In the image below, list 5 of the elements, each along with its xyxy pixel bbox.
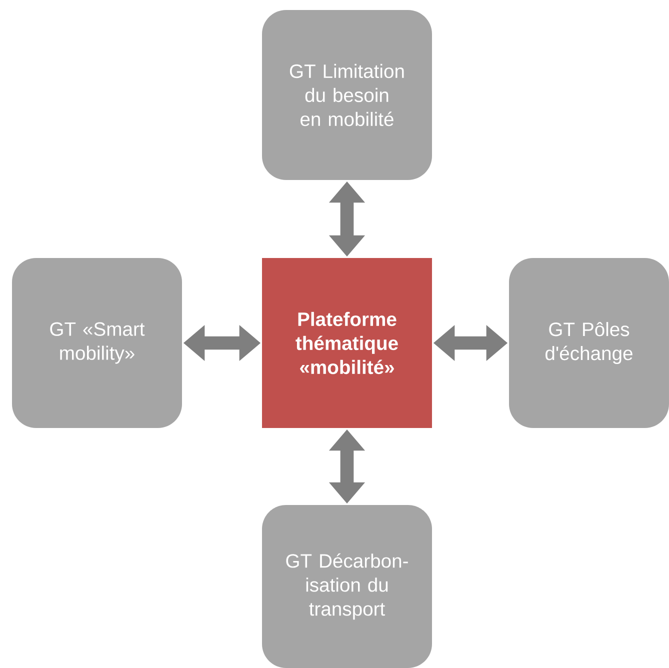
working-group-box: GT Décarbon-isation du transport: [262, 505, 432, 668]
working-group-box: GT «Smart mobility»: [12, 258, 182, 428]
working-group-box: GT Pôles d'échange: [509, 258, 669, 428]
working-group-box: GT Limitation du besoin en mobilité: [262, 10, 432, 180]
platform-box: Plateforme thématique «mobilité»: [262, 258, 432, 428]
